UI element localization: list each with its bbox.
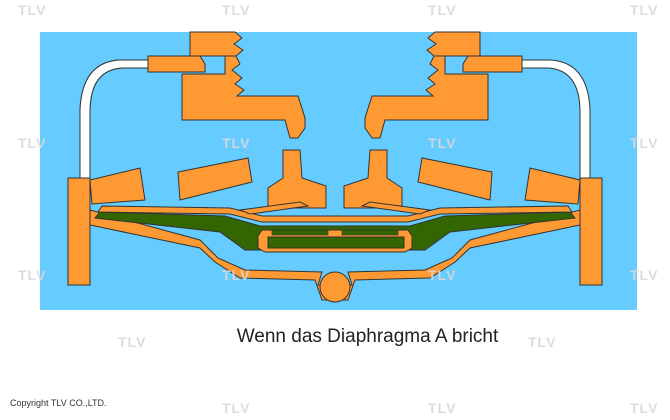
right-valve-head [343,149,403,209]
watermark: TLV [428,400,457,416]
left-valve-head [267,149,327,209]
watermark: TLV [222,135,251,151]
watermark: TLV [428,2,457,18]
watermark: TLV [18,135,47,151]
left-wedge-inner [177,157,253,201]
diaphragm-upper [97,205,573,223]
left-wedge-outer [89,167,146,205]
right-stem [364,55,489,139]
watermark: TLV [630,267,659,283]
right-fitting [462,55,523,73]
watermark: TLV [222,267,251,283]
left-pillar [67,177,91,286]
inner-chamber-gap-right [341,229,399,236]
watermark: TLV [222,400,251,416]
diaphragm-broken-left [238,201,310,215]
right-wedge-inner [417,157,493,201]
diagram-caption: Wenn das Diaphragma A bricht [236,326,499,347]
watermark: TLV [528,334,557,350]
watermark: TLV [222,2,251,18]
right-tube-fill [521,59,591,179]
watermark: TLV [118,334,147,350]
watermark: TLV [428,267,457,283]
watermark: TLV [630,135,659,151]
right-pillar [579,177,603,286]
left-tube-fill [79,59,149,179]
right-wedge-outer [524,167,581,205]
diaphragm-broken-right [360,201,432,215]
left-stem [181,55,306,139]
copyright-notice: Copyright TLV CO.,LTD. [10,398,107,408]
left-fitting [147,55,206,73]
lower-body [89,209,581,301]
watermark: TLV [428,135,457,151]
watermark: TLV [18,2,47,18]
bottom-knob [319,271,351,303]
inner-chamber-gap-left [271,229,329,236]
watermark: TLV [18,267,47,283]
inner-chamber-core [267,236,405,249]
watermark: TLV [630,2,659,18]
watermark: TLV [630,400,659,416]
